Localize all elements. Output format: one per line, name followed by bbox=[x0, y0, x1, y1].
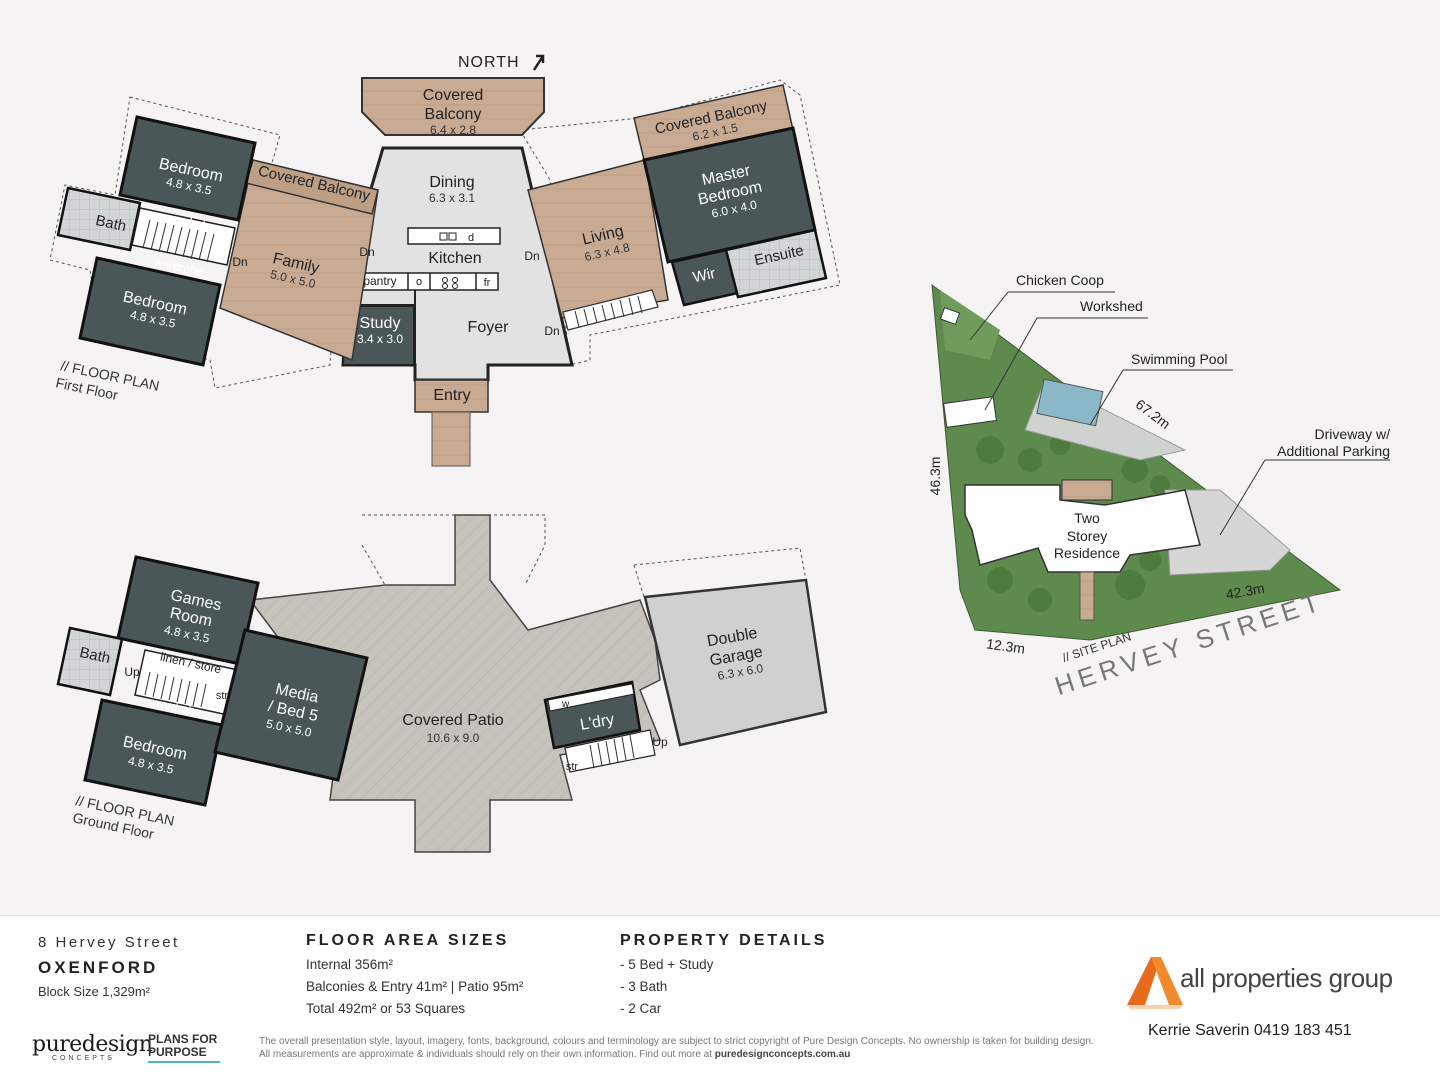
dim-left: 46.3m bbox=[927, 457, 943, 496]
driveway-label-1: Driveway w/ bbox=[1315, 426, 1391, 442]
north-label: NORTH bbox=[458, 54, 520, 71]
room-media: Media / Bed 5 5.0 x 5.0 bbox=[213, 628, 369, 782]
ground-floor-plan: Covered Patio 10.6 x 9.0 Games Room 4.8 … bbox=[56, 514, 828, 853]
street-address: 8 Hervey Street bbox=[38, 934, 180, 951]
room-bedroom-first-a: Bedroom 4.8 x 3.5 bbox=[118, 115, 257, 222]
room-covered-patio: Covered Patio 10.6 x 9.0 bbox=[248, 514, 662, 853]
room-laundry: w L'dry bbox=[543, 680, 642, 750]
footer: 8 Hervey Street OXENFORD Block Size 1,32… bbox=[0, 915, 1440, 1081]
dim-right: 42.3m bbox=[1225, 580, 1266, 603]
str-label-1: str bbox=[216, 690, 229, 702]
study-label: Study bbox=[360, 315, 401, 332]
pantry-label: pantry bbox=[363, 274, 396, 288]
up-label-1: Up bbox=[124, 665, 140, 679]
dining-label: Dining bbox=[429, 174, 474, 191]
pfp-underline bbox=[148, 1061, 220, 1063]
floor-area-title: FLOOR AREA SIZES bbox=[306, 932, 510, 949]
balcony-top-size: 6.4 x 2.8 bbox=[430, 123, 476, 137]
detail-line: - 3 Bath bbox=[620, 979, 668, 994]
suburb: OXENFORD bbox=[38, 958, 159, 977]
wir-label: Wir bbox=[691, 265, 717, 286]
room-ensuite: Ensuite bbox=[724, 228, 828, 299]
room-entry: Entry bbox=[414, 379, 489, 467]
dn-label-4: Dn bbox=[544, 324, 559, 338]
fridge-label: fr bbox=[484, 277, 491, 289]
puredesign-wordmark: puredesign bbox=[32, 1032, 153, 1057]
dn-label-3: Dn bbox=[524, 249, 539, 263]
study-size: 3.4 x 3.0 bbox=[357, 332, 403, 346]
disclaimer: The overall presentation style, layout, … bbox=[259, 1035, 1099, 1061]
str-label-2: str bbox=[566, 761, 579, 773]
room-bath-ground: Bath bbox=[56, 626, 124, 697]
north-indicator: NORTH bbox=[458, 54, 545, 71]
disclaimer-text: The overall presentation style, layout, … bbox=[259, 1036, 1094, 1060]
block-size: Block Size 1,329m² bbox=[38, 984, 150, 999]
room-study: Study 3.4 x 3.0 bbox=[341, 305, 415, 366]
disclaimer-url[interactable]: puredesignconcepts.com.au bbox=[714, 1049, 851, 1060]
balcony-top-label-2: Balcony bbox=[425, 106, 482, 123]
dn-label-1: Dn bbox=[232, 255, 247, 269]
property-details-title: PROPERTY DETAILS bbox=[620, 932, 828, 949]
address-block: 8 Hervey Street OXENFORD Block Size 1,32… bbox=[38, 934, 180, 999]
dim-bottom: 12.3m bbox=[985, 635, 1026, 656]
room-family: Covered Balcony Family 5.0 x 5.0 bbox=[219, 159, 379, 362]
chicken-coop-label: Chicken Coop bbox=[1016, 272, 1104, 288]
room-garage: Double Garage 6.3 x 6.0 bbox=[643, 578, 828, 747]
bath-first-label: Bath bbox=[94, 212, 128, 235]
residence-label-2: Storey bbox=[1067, 528, 1107, 544]
dishwasher-label: d bbox=[468, 232, 474, 244]
area-line: Total 492m² or 53 Squares bbox=[306, 1001, 466, 1016]
room-covered-balcony-top: Covered Balcony 6.4 x 2.8 bbox=[361, 77, 545, 137]
agency-logo: all properties group bbox=[1125, 955, 1393, 1014]
room-bedroom-ground: Bedroom 4.8 x 3.5 bbox=[83, 698, 224, 807]
residence-label-3: Residence bbox=[1054, 545, 1120, 561]
kitchen-label: Kitchen bbox=[428, 250, 481, 267]
room-bedroom-first-b: Bedroom 4.8 x 3.5 bbox=[78, 256, 222, 367]
patio-size: 10.6 x 9.0 bbox=[427, 731, 480, 745]
pfp-line-2: PURPOSE bbox=[148, 1045, 207, 1059]
w-label: w bbox=[561, 699, 570, 710]
laundry-label: L'dry bbox=[579, 711, 616, 734]
floor-plan-drawing: Covered Balcony 6.4 x 2.8 NORTH Dining 6… bbox=[49, 54, 1390, 853]
room-living: Living 6.3 x 4.8 Dn Dn bbox=[524, 159, 669, 338]
site-plan: Chicken Coop Workshed Swimming Pool Driv… bbox=[927, 272, 1390, 701]
dn-label-2: Dn bbox=[359, 245, 374, 259]
first-floor-plan: Covered Balcony 6.4 x 2.8 NORTH Dining 6… bbox=[49, 54, 841, 467]
bath-ground-label: Bath bbox=[78, 644, 112, 667]
detail-line: - 5 Bed + Study bbox=[620, 957, 714, 972]
patio-label: Covered Patio bbox=[402, 712, 503, 729]
room-bath-first: Bath bbox=[56, 186, 142, 252]
up-label-2: Up bbox=[652, 735, 668, 749]
balcony-top-label-1: Covered bbox=[423, 87, 483, 104]
plans-for-purpose-logo: PLANS FOR PURPOSE bbox=[148, 1033, 220, 1063]
workshed-label: Workshed bbox=[1080, 298, 1143, 314]
agent-contact: Kerrie Saverin 0419 183 451 bbox=[1148, 1022, 1352, 1039]
area-line: Internal 356m² bbox=[306, 957, 394, 972]
residence-label-1: Two bbox=[1074, 510, 1100, 526]
puredesign-logo: puredesign CONCEPTS bbox=[32, 1032, 153, 1062]
north-arrow-icon bbox=[532, 54, 545, 71]
pfp-line-1: PLANS FOR bbox=[148, 1032, 218, 1046]
detail-line: - 2 Car bbox=[620, 1001, 662, 1016]
entry-label: Entry bbox=[433, 387, 470, 404]
floor-area-block: FLOOR AREA SIZES Internal 356m² Balconie… bbox=[306, 932, 523, 1016]
dining-size: 6.3 x 3.1 bbox=[429, 191, 475, 205]
agency-mark-icon bbox=[1127, 957, 1183, 1009]
property-details-block: PROPERTY DETAILS - 5 Bed + Study - 3 Bat… bbox=[620, 932, 827, 1016]
driveway-label-2: Additional Parking bbox=[1277, 443, 1390, 459]
foyer-label: Foyer bbox=[468, 319, 510, 336]
puredesign-sub: CONCEPTS bbox=[52, 1055, 115, 1062]
agency-name: all properties group bbox=[1180, 963, 1393, 993]
room-games: Games Room 4.8 x 3.5 bbox=[116, 555, 260, 666]
oven-label: o bbox=[416, 276, 422, 288]
pool-label: Swimming Pool bbox=[1131, 351, 1227, 367]
area-line: Balconies & Entry 41m² | Patio 95m² bbox=[306, 979, 524, 994]
